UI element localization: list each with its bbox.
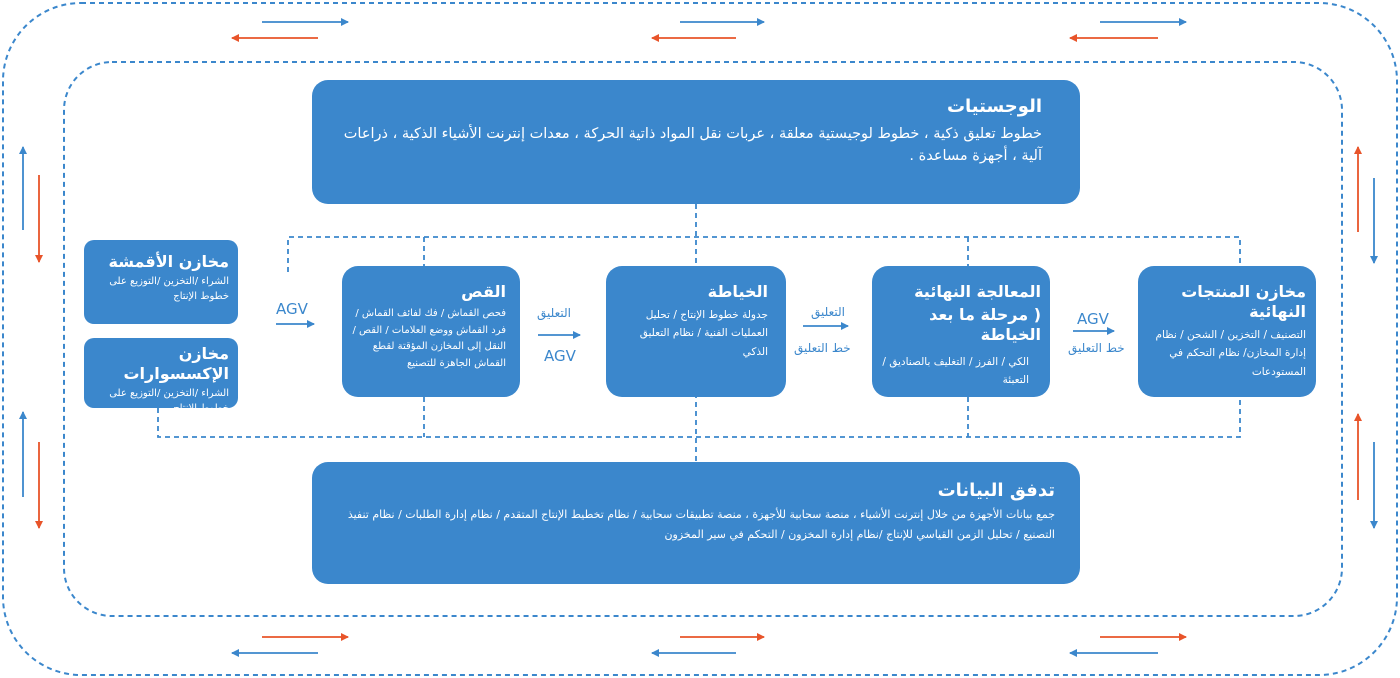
sewing-body: جدولة خطوط الإنتاج / تحليل العمليات الفن… bbox=[639, 309, 768, 358]
fabric-warehouse-box: مخازن الأقمشة الشراء /التخزين /التوزيع ع… bbox=[84, 240, 238, 324]
logistics-box: الوجستيات خطوط تعليق ذكية ، خطوط لوجيستي… bbox=[312, 80, 1080, 204]
accessories-warehouse-body: الشراء /التخزين /التوزيع على خطوط الإنتا… bbox=[109, 388, 229, 414]
finished-warehouse-title: مخازن المنتجات النهائية bbox=[1181, 282, 1306, 321]
agv-label-3: AGV bbox=[1077, 310, 1109, 328]
dataflow-title: تدفق البيانات bbox=[937, 480, 1055, 501]
fabric-warehouse-title: مخازن الأقمشة bbox=[108, 252, 229, 271]
cutting-body: فحص القماش / فك لفائف القماش / فرد القما… bbox=[352, 308, 506, 369]
finished-warehouse-body: التصنيف / التخزين / الشحن / نظام إدارة ا… bbox=[1155, 329, 1307, 378]
top-arrows bbox=[231, 18, 1187, 42]
dataflow-body: جمع بيانات الأجهزة من خلال إنترنت الأشيا… bbox=[347, 507, 1055, 542]
inner-loop bbox=[63, 61, 1343, 617]
finished-warehouse-box: مخازن المنتجات النهائية التصنيف / التخزي… bbox=[1138, 266, 1316, 397]
hanging-line-label-2: خط التعليق bbox=[1068, 341, 1125, 355]
agv-label-1: AGV bbox=[276, 300, 308, 318]
fabric-warehouse-body: الشراء /التخزين /التوزيع على خطوط الإنتا… bbox=[109, 276, 229, 302]
hanging-line-label-1: خط التعليق bbox=[794, 341, 851, 355]
hanging-label-2: التعليق bbox=[811, 305, 846, 319]
right-arrows bbox=[1354, 146, 1378, 529]
left-arrows bbox=[19, 146, 43, 529]
cutting-box: القص فحص القماش / فك لفائف القماش / فرد … bbox=[342, 266, 520, 397]
logistics-body: خطوط تعليق ذكية ، خطوط لوجيستية معلقة ، … bbox=[343, 125, 1042, 164]
finishing-box: المعالجة النهائية ( مرحلة ما بعد الخياطة… bbox=[872, 266, 1050, 397]
logistics-title: الوجستيات bbox=[946, 96, 1042, 117]
bottom-arrows bbox=[231, 633, 1187, 657]
hanging-label-1: التعليق bbox=[537, 306, 572, 320]
sewing-box: الخياطة جدولة خطوط الإنتاج / تحليل العمل… bbox=[606, 266, 786, 397]
finishing-body: الكي / الفرز / التغليف بالصناديق / التعب… bbox=[882, 356, 1029, 387]
sewing-title: الخياطة bbox=[707, 282, 768, 301]
cutting-title: القص bbox=[461, 282, 506, 301]
accessories-warehouse-box: مخازن الإكسسوارات الشراء /التخزين /التوز… bbox=[84, 338, 238, 414]
stage-arrows bbox=[276, 320, 1115, 339]
dataflow-box: تدفق البيانات جمع بيانات الأجهزة من خلال… bbox=[312, 462, 1080, 584]
finishing-subtitle: ( مرحلة ما بعد الخياطة bbox=[929, 305, 1041, 344]
finishing-title: المعالجة النهائية bbox=[914, 282, 1041, 301]
accessories-warehouse-title: مخازن الإكسسوارات bbox=[123, 344, 229, 383]
agv-label-2: AGV bbox=[544, 347, 576, 365]
